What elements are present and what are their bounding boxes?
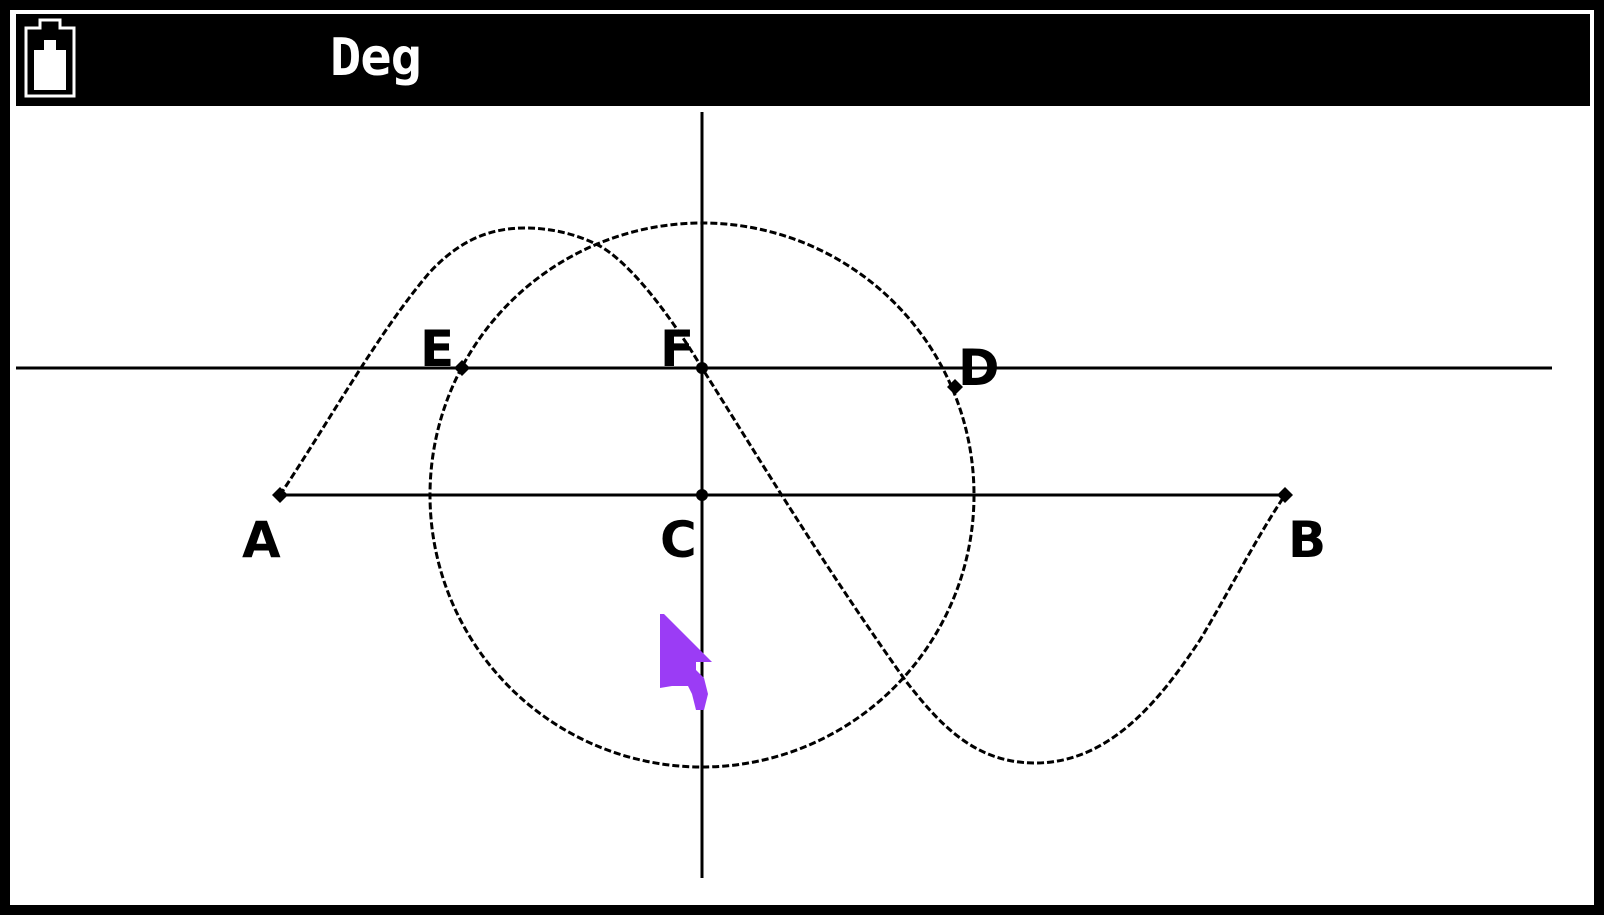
point-e[interactable] <box>454 360 470 376</box>
point-a[interactable] <box>272 487 288 503</box>
label-d: D <box>958 339 1000 397</box>
label-e: E <box>420 320 454 378</box>
status-bar: Deg <box>16 14 1590 106</box>
label-b: B <box>1288 511 1326 569</box>
point-d[interactable] <box>947 379 963 395</box>
label-c: C <box>660 511 697 569</box>
curve-a-f-b[interactable] <box>278 226 1287 765</box>
battery-full-icon <box>24 18 76 98</box>
point-b[interactable] <box>1277 487 1293 503</box>
label-f: F <box>660 320 694 378</box>
circle-c[interactable] <box>428 221 976 769</box>
label-a: A <box>242 511 281 569</box>
calculator-screen: Deg <box>10 10 1594 905</box>
point-c[interactable] <box>696 489 708 501</box>
angle-mode-indicator: Deg <box>330 28 422 88</box>
pointer-arrow-icon <box>660 614 712 710</box>
point-f[interactable] <box>696 362 708 374</box>
